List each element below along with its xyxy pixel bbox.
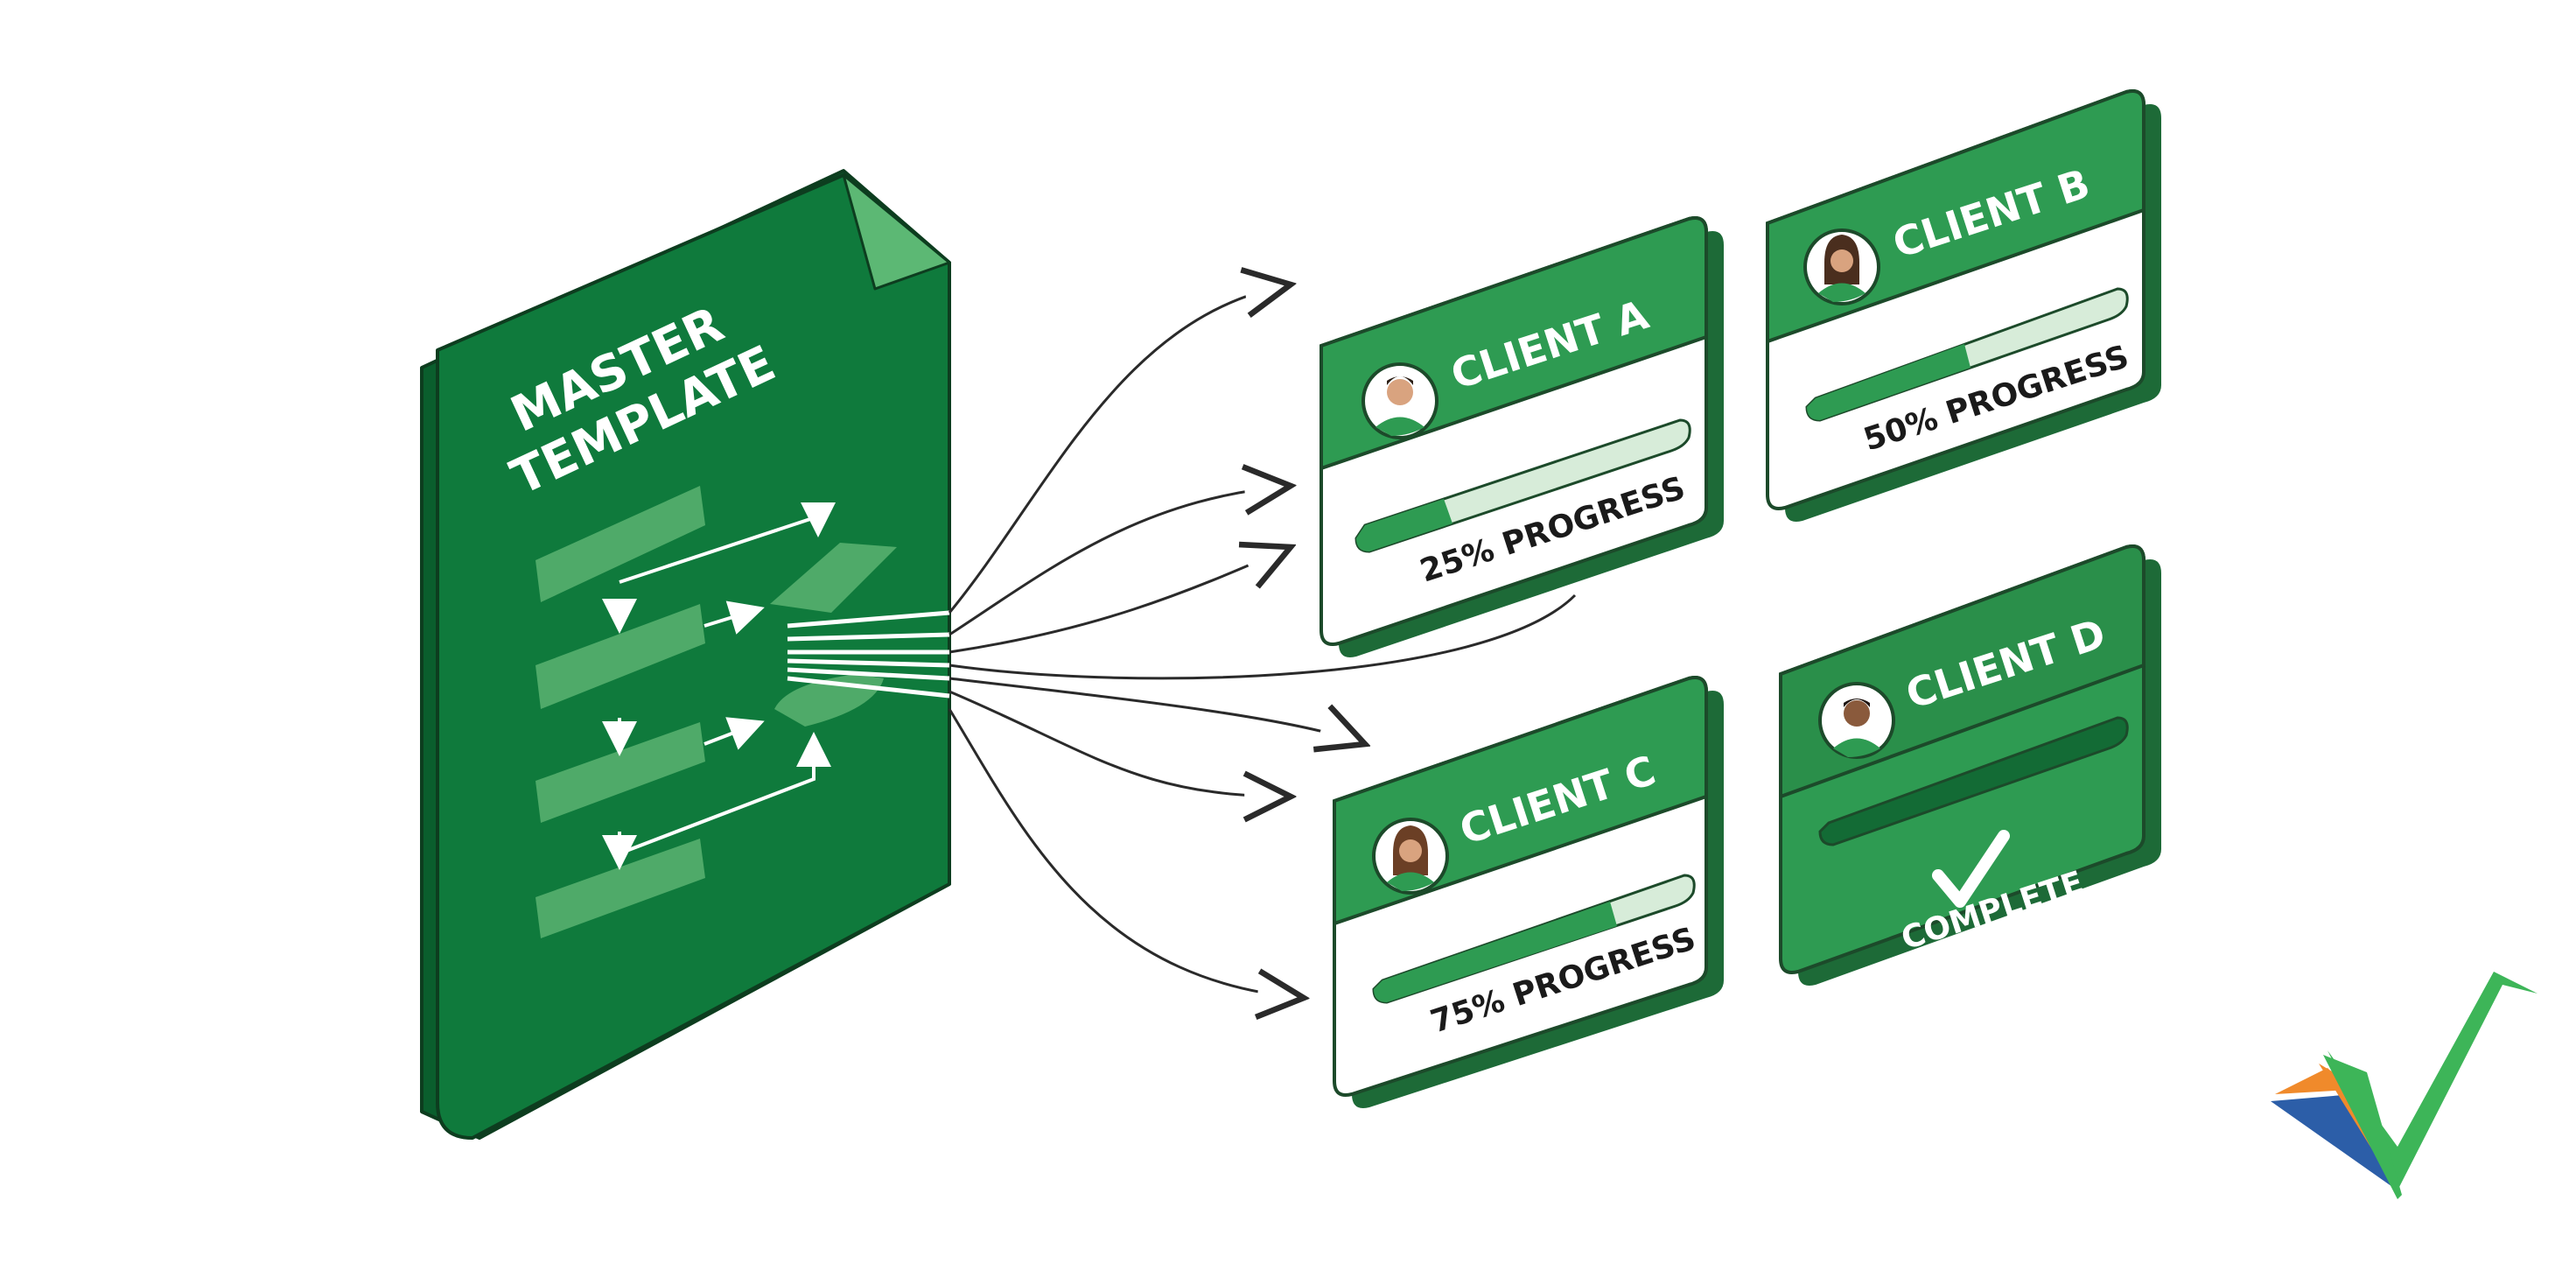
checkmark-logo-icon (2271, 972, 2538, 1199)
flow-step-2 (536, 604, 705, 709)
client-card-b: CLIENT B 50% PROGRESS (1766, 89, 2161, 522)
output-strands (787, 610, 950, 699)
check-icon (1932, 830, 2010, 908)
distribution-arrows (948, 284, 1577, 998)
arrow-to-client-a-1 (948, 486, 1291, 636)
client-a-progress-fill (1356, 499, 1452, 551)
master-template-document: MASTER TEMPLATE (420, 169, 951, 1140)
client-c-progress-fill (1374, 902, 1617, 1002)
arrow-to-client-c (948, 690, 1291, 797)
client-card-a: CLIENT A 25% PROGRESS (1320, 216, 1724, 657)
flow-step-3 (536, 722, 705, 823)
client-card-c: CLIENT C 75% PROGRESS (1333, 676, 1724, 1108)
arrow-to-client-a-2 (948, 547, 1291, 654)
flow-decision-1 (770, 543, 897, 613)
arrow-to-bottom (948, 708, 1304, 998)
flowchart (536, 486, 897, 938)
client-d-progress-bar (1818, 716, 2129, 846)
flow-connectors (602, 502, 836, 870)
flow-step-4 (536, 839, 705, 938)
arrow-to-top (948, 284, 1291, 614)
client-b-progress-fill (1807, 344, 1970, 420)
folded-corner-icon (842, 173, 951, 291)
flow-step-1 (536, 486, 705, 602)
client-card-d: CLIENT D COMPLETE (1779, 544, 2161, 986)
arrow-to-client-d (948, 677, 1365, 744)
arrow-to-client-b (948, 593, 1577, 680)
